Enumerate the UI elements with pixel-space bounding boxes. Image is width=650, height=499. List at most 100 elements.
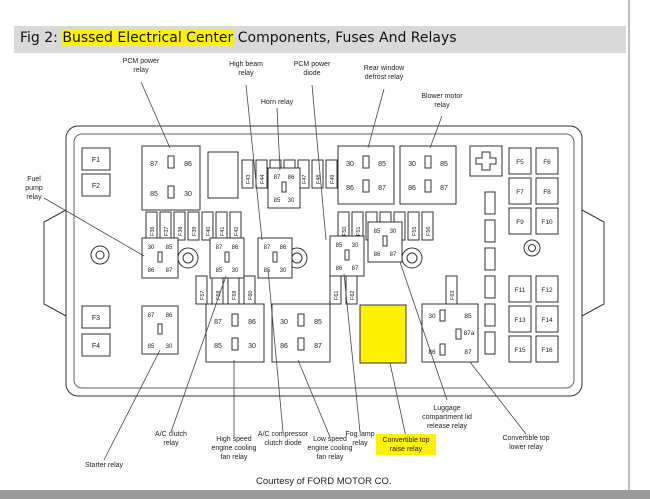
pin-label: 85	[378, 161, 386, 168]
fuse-f9	[508, 207, 532, 235]
leader-fuel-pump-relay	[43, 197, 145, 257]
right-bolt	[523, 239, 541, 257]
fuse-f15	[508, 335, 532, 363]
fuse-label: F4	[92, 343, 100, 350]
relay-pin	[424, 179, 432, 193]
housing-inner	[73, 133, 575, 389]
pin-label: 30	[288, 198, 295, 204]
fuse-f13	[508, 305, 532, 333]
pin-label: 86	[280, 245, 287, 251]
relays: 87 86 85 30 30 85 86 87 30 85 86 87 87 86 85 30 30 85 86 87…	[141, 145, 479, 364]
fuse-f11	[508, 275, 532, 303]
pin-label: 87	[150, 161, 158, 168]
fuse-f43	[241, 159, 254, 189]
leader-ac-clutch-relay	[170, 275, 227, 433]
relay-pin	[362, 179, 370, 193]
relay-pin	[167, 185, 175, 199]
pin-label: 87	[314, 343, 322, 350]
fuse-f8	[535, 177, 559, 205]
relay-blower	[399, 145, 457, 205]
courtesy-credit: Courtesy of FORD MOTOR CO.	[256, 476, 392, 487]
pin-label: 85	[166, 245, 173, 251]
fuse-label: F47	[302, 175, 308, 184]
pin-label: 30	[166, 344, 173, 350]
relay-pin	[362, 155, 370, 169]
mini-fuse	[484, 191, 496, 215]
fuse-label: F10	[541, 219, 553, 226]
fuse-f2	[81, 173, 111, 197]
fuse-f6	[535, 147, 559, 175]
fuse-f55	[407, 211, 420, 241]
fuse-label: F3	[92, 315, 100, 322]
pin-label: 86	[280, 343, 288, 350]
fuse-f56	[421, 211, 434, 241]
pin-label: 86	[248, 319, 256, 326]
pin-label: 85	[148, 344, 155, 350]
fuse-f10	[535, 207, 559, 235]
figure-title-prefix: Fig 2:	[20, 30, 63, 46]
fuse-label: F6	[543, 159, 551, 166]
pin-label: 87	[464, 349, 472, 356]
pin-label: 86	[374, 252, 381, 258]
fuse-f14	[535, 305, 559, 333]
fuse-f49	[325, 159, 338, 189]
fuse-label: F41	[220, 227, 226, 236]
fuse-f57	[195, 275, 208, 305]
fuse-label: F51	[356, 227, 362, 236]
pin-label: 87	[378, 185, 386, 192]
pin-label: 86	[346, 185, 354, 192]
empty-relay-slot	[207, 151, 239, 199]
leader-pcm-power-diode	[311, 84, 327, 241]
convertible-top-raise-highlight	[359, 304, 407, 364]
pin-label: 30	[280, 268, 287, 274]
callout-starter-relay: Starter relay	[85, 462, 124, 469]
relay-pin	[167, 155, 175, 169]
leader-starter-relay	[103, 349, 161, 461]
left-bolt	[90, 245, 110, 265]
relay-rear-defrost	[337, 145, 395, 205]
fuse-f48	[311, 159, 324, 189]
fuse-label: F49	[330, 175, 336, 184]
relay-pin	[157, 323, 163, 335]
pin-label: 30	[346, 161, 354, 168]
pin-label: 30	[390, 229, 397, 235]
pin-label: 87	[216, 245, 223, 251]
pin-label: 30	[148, 245, 155, 251]
relay-pin	[272, 251, 278, 263]
pin-label: 30	[184, 191, 192, 198]
fuse-label: F56	[426, 227, 432, 236]
fuse-label: F50	[342, 227, 348, 236]
pin-label: 85	[336, 243, 343, 249]
figure-title: Fig 2: Bussed Electrical Center Componen…	[20, 30, 457, 46]
relay-pin	[281, 181, 287, 193]
relay-pin	[297, 313, 305, 327]
fuse-label: F60	[248, 291, 254, 300]
fuse-f40	[201, 211, 214, 241]
leader-horn-relay	[276, 107, 281, 171]
pin-label: 87a	[464, 330, 475, 337]
right-mount-ear	[581, 209, 605, 317]
fuse-label: F39	[192, 227, 198, 236]
fuse-f4	[81, 333, 111, 357]
relay-pin	[382, 235, 388, 247]
fuse-label: F59	[232, 291, 238, 300]
mini-fuse	[484, 331, 496, 355]
pin-label: 85	[440, 161, 448, 168]
leader-pcm-power-relay	[140, 81, 171, 149]
relay-conv-lower	[421, 303, 479, 363]
fuse-label: F42	[234, 227, 240, 236]
relay-hs-fan	[205, 303, 265, 363]
relay-pin	[231, 313, 239, 327]
pin-label: 86	[184, 161, 192, 168]
fuse-label: F13	[514, 317, 526, 324]
leader-lines	[43, 81, 527, 461]
relay-pin	[439, 343, 446, 356]
pin-label: 87	[274, 175, 281, 181]
bolt-center-1	[177, 247, 199, 269]
